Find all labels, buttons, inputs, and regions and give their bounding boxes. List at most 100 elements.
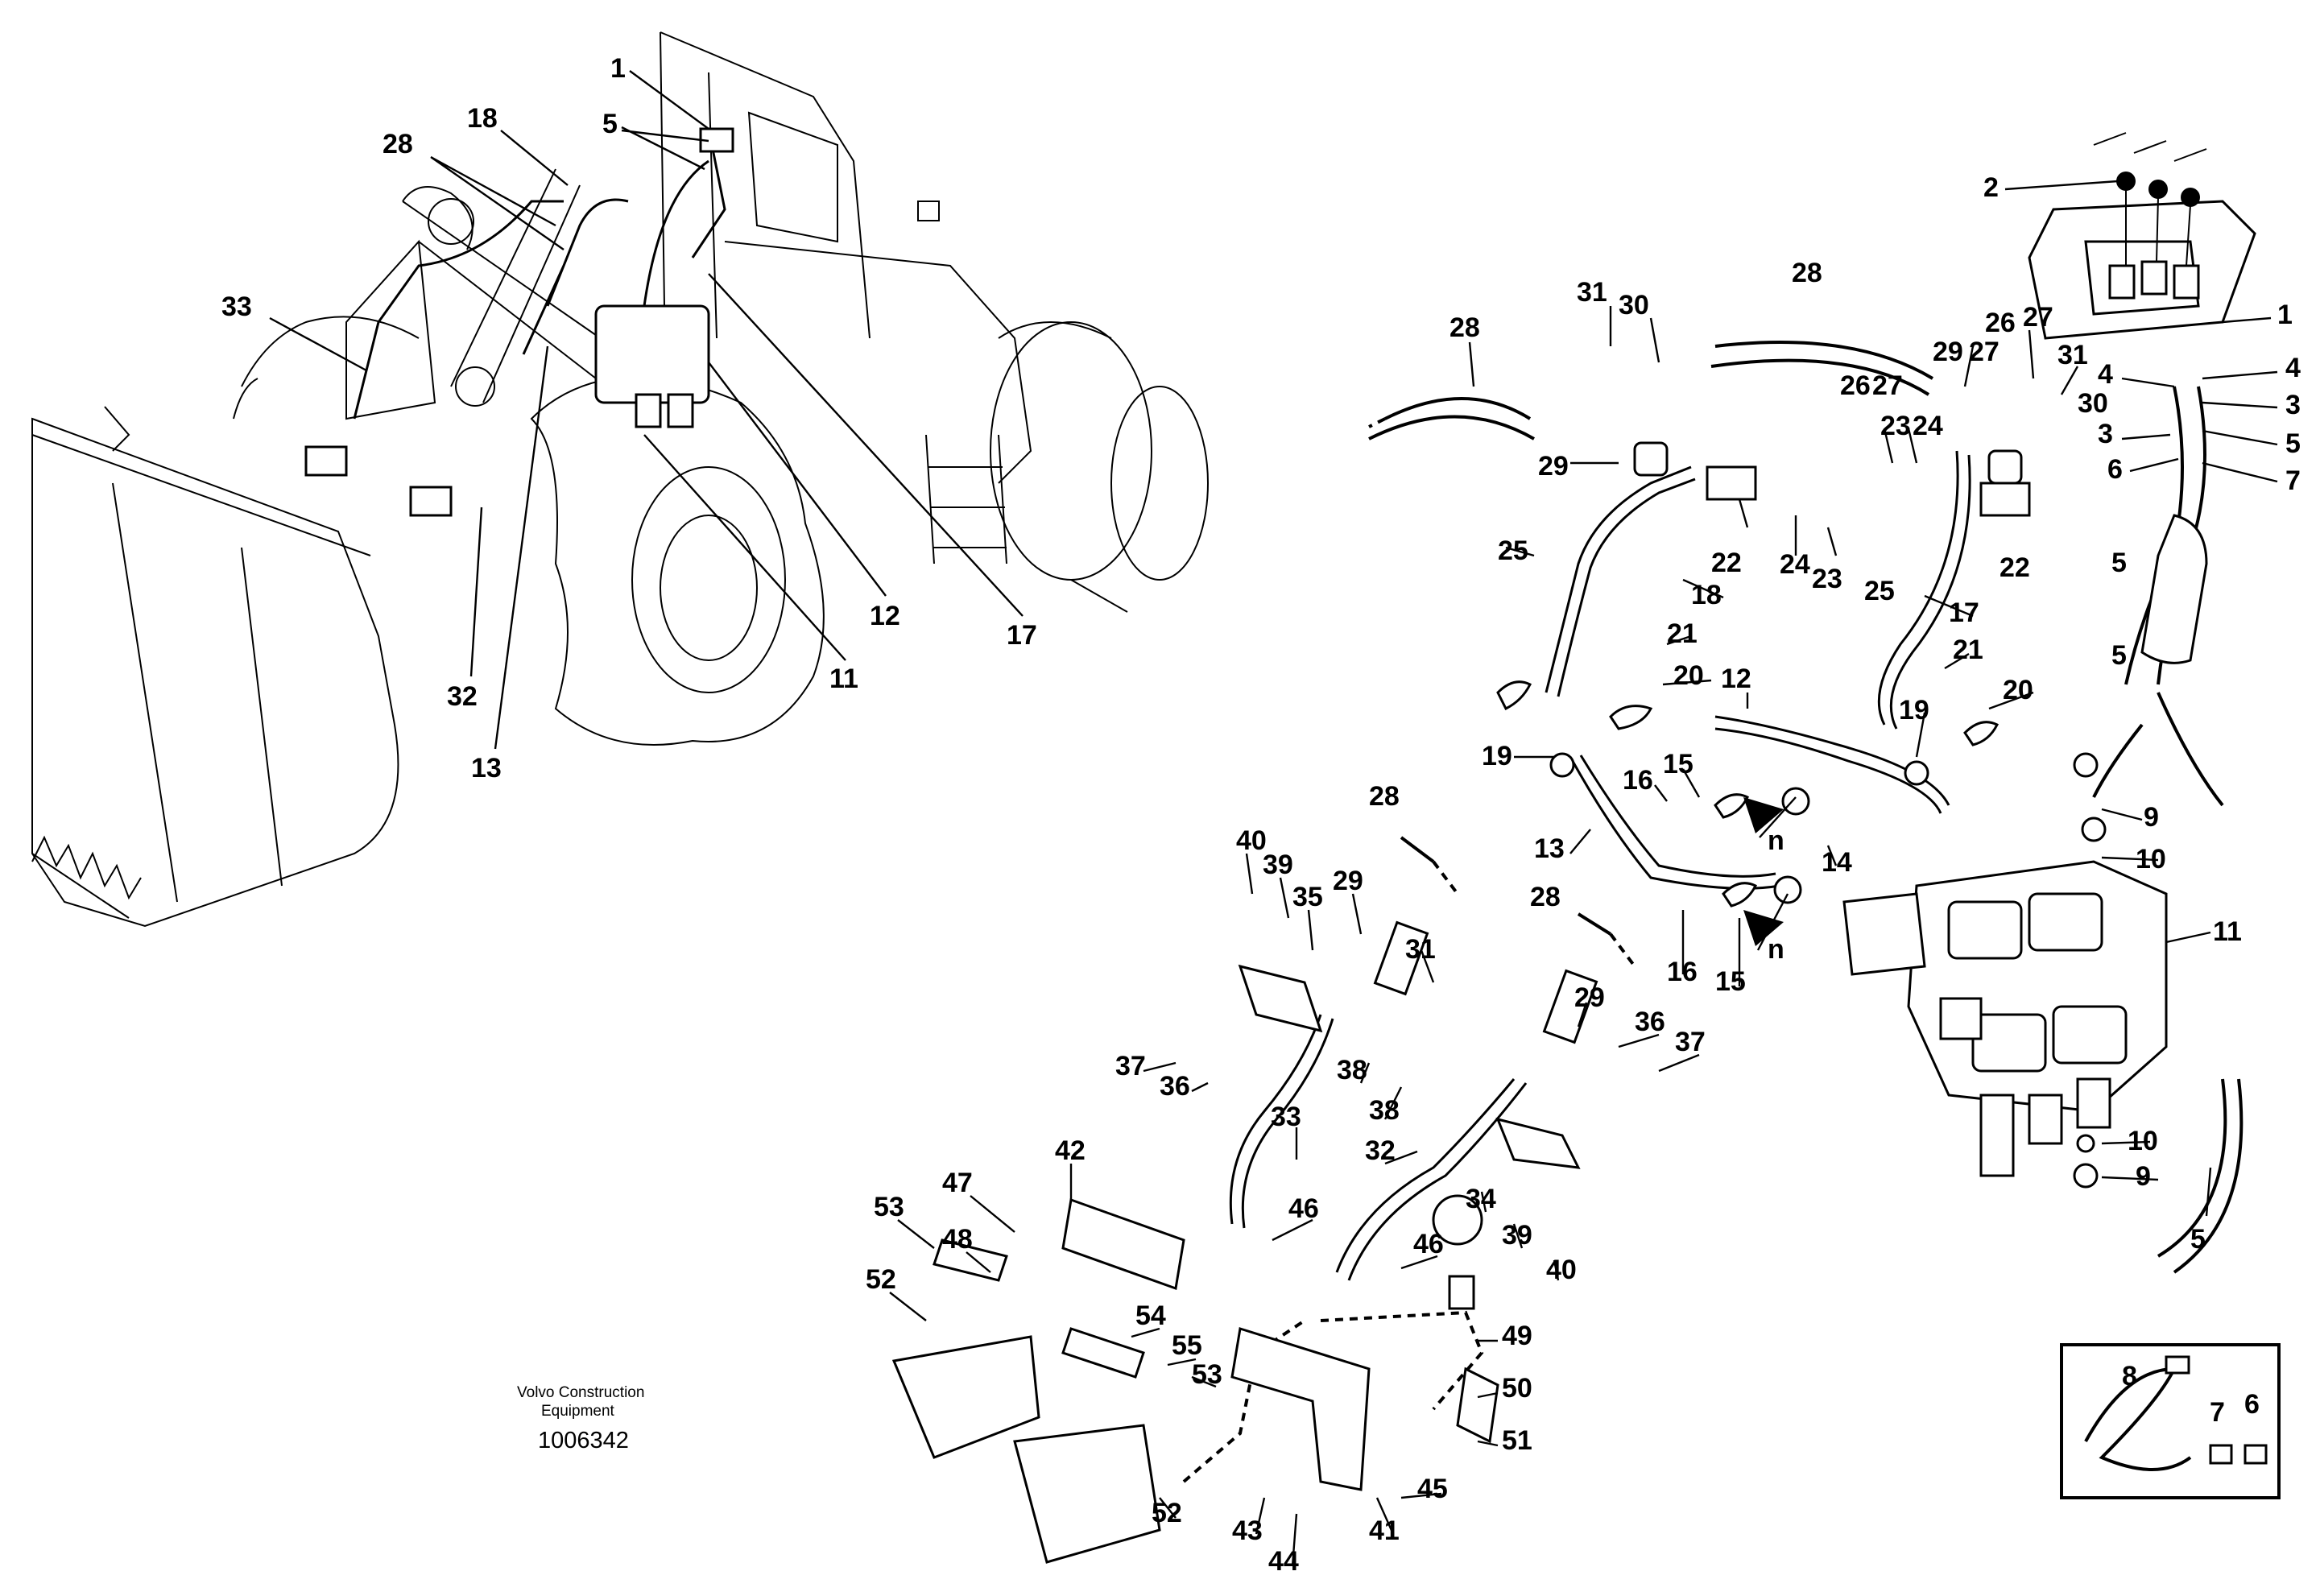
callout-14: 14	[1822, 847, 1852, 878]
callout-5c: 5	[2111, 640, 2127, 671]
callout-27: 27	[1872, 370, 1903, 401]
callout-3b: 3	[2098, 419, 2113, 449]
callout-47: 47	[942, 1168, 973, 1198]
callout-51: 51	[1502, 1425, 1532, 1456]
overview-callouts: 1 5 18 28 33 12 17 11 32 13	[221, 53, 1037, 784]
callout-10b: 10	[2128, 1126, 2158, 1156]
callout-7b: 7	[2210, 1397, 2225, 1428]
callout-37b: 37	[1115, 1051, 1146, 1081]
callout-40: 40	[1236, 825, 1267, 856]
callout-5: 5	[2285, 428, 2301, 459]
hoses-and-pipes	[1182, 341, 2243, 1483]
callout-32a: 32	[447, 681, 478, 712]
callout-5b: 5	[2111, 548, 2127, 578]
callout-31c: 31	[1405, 934, 1436, 965]
callout-28a: 28	[383, 129, 413, 159]
callout-3: 3	[2285, 390, 2301, 420]
callout-15: 15	[1663, 749, 1693, 779]
control-valve-11	[1842, 860, 2168, 1177]
callout-25b: 25	[1864, 576, 1895, 606]
callout-28c: 28	[1369, 781, 1400, 812]
callout-13a: 13	[471, 753, 502, 784]
callout-27c: 27	[2023, 302, 2053, 333]
brackets-and-shields	[891, 964, 1581, 1564]
callout-29d: 29	[1574, 982, 1605, 1013]
callout-6b: 6	[2244, 1389, 2260, 1420]
callout-4: 4	[2285, 353, 2301, 383]
callout-4b: 4	[2098, 359, 2113, 390]
callout-11a: 11	[829, 664, 858, 694]
callout-16: 16	[1623, 765, 1653, 796]
callout-31: 31	[1577, 277, 1607, 308]
callout-33: 33	[1271, 1102, 1301, 1132]
callout-25: 25	[1498, 535, 1528, 566]
manufacturer-credit: Volvo Construction Equipment 1006342	[517, 1384, 644, 1453]
callout-22: 22	[1711, 548, 1742, 578]
callout-30: 30	[1619, 290, 1649, 320]
callout-26: 26	[1840, 370, 1871, 401]
callout-33a: 33	[221, 291, 252, 322]
callout-20b: 20	[2003, 675, 2033, 705]
callout-8: 8	[2122, 1361, 2137, 1391]
callout-31b: 31	[2057, 340, 2088, 370]
callout-52: 52	[866, 1264, 896, 1295]
callout-45: 45	[1417, 1474, 1448, 1504]
callout-36b: 36	[1160, 1071, 1190, 1102]
fittings-and-clamps	[1432, 441, 2107, 1444]
callout-53b: 53	[1192, 1359, 1222, 1390]
parts-callouts: 2 1 4 4 3 3 5 7 6 5 5 9 10 11 10 9 5 28 …	[866, 172, 2301, 1577]
detail-inset	[2060, 1343, 2281, 1499]
callout-9: 9	[2144, 802, 2159, 833]
callout-n: n	[1768, 825, 1784, 856]
callout-29c: 29	[1333, 866, 1363, 896]
callout-48: 48	[942, 1224, 973, 1255]
callout-30b: 30	[2078, 388, 2108, 419]
callout-29: 29	[1538, 451, 1569, 482]
joystick-control-assembly	[2028, 132, 2256, 340]
callout-28d: 28	[1530, 882, 1561, 912]
callout-17a: 17	[1007, 620, 1037, 651]
callout-29b: 29	[1933, 337, 1963, 367]
callout-46b: 46	[1413, 1229, 1444, 1259]
callout-13: 13	[1534, 833, 1565, 864]
callout-1: 1	[2277, 300, 2293, 330]
wheel-loader-overview	[31, 31, 1209, 928]
callout-20: 20	[1673, 660, 1704, 691]
callout-46: 46	[1288, 1193, 1319, 1224]
callout-52b: 52	[1152, 1498, 1182, 1528]
callout-12a: 12	[870, 601, 900, 631]
callout-15b: 15	[1715, 966, 1746, 997]
callout-18a: 18	[467, 103, 498, 134]
callout-5a: 5	[602, 109, 618, 139]
callout-40b: 40	[1546, 1255, 1577, 1285]
callout-39: 39	[1263, 850, 1293, 880]
callout-23b: 23	[1880, 411, 1911, 441]
callout-28: 28	[1449, 312, 1480, 343]
callout-55: 55	[1172, 1330, 1202, 1361]
callout-1a: 1	[610, 53, 626, 84]
callout-24b: 24	[1913, 411, 1943, 441]
callout-n2: n	[1768, 934, 1784, 965]
document-number: 1006342	[538, 1428, 629, 1453]
callout-43: 43	[1232, 1515, 1263, 1546]
callout-41: 41	[1369, 1515, 1400, 1546]
callout-12: 12	[1721, 664, 1751, 694]
callout-36: 36	[1635, 1007, 1665, 1037]
callout-37: 37	[1675, 1027, 1706, 1057]
callout-7: 7	[2285, 465, 2301, 496]
callout-23: 23	[1812, 564, 1842, 594]
callout-53: 53	[874, 1192, 904, 1222]
callout-22b: 22	[2000, 552, 2030, 583]
callout-11: 11	[2213, 916, 2242, 947]
callout-27b: 27	[1969, 337, 2000, 367]
callout-19: 19	[1482, 741, 1512, 771]
callout-26b: 26	[1985, 308, 2016, 338]
credit-line-2: Equipment	[541, 1403, 615, 1420]
callout-21: 21	[1667, 618, 1698, 649]
callout-28b: 28	[1792, 258, 1822, 288]
callout-49: 49	[1502, 1321, 1532, 1351]
callout-54: 54	[1135, 1300, 1166, 1331]
callout-2: 2	[1983, 172, 1999, 203]
callout-9b: 9	[2136, 1161, 2151, 1192]
